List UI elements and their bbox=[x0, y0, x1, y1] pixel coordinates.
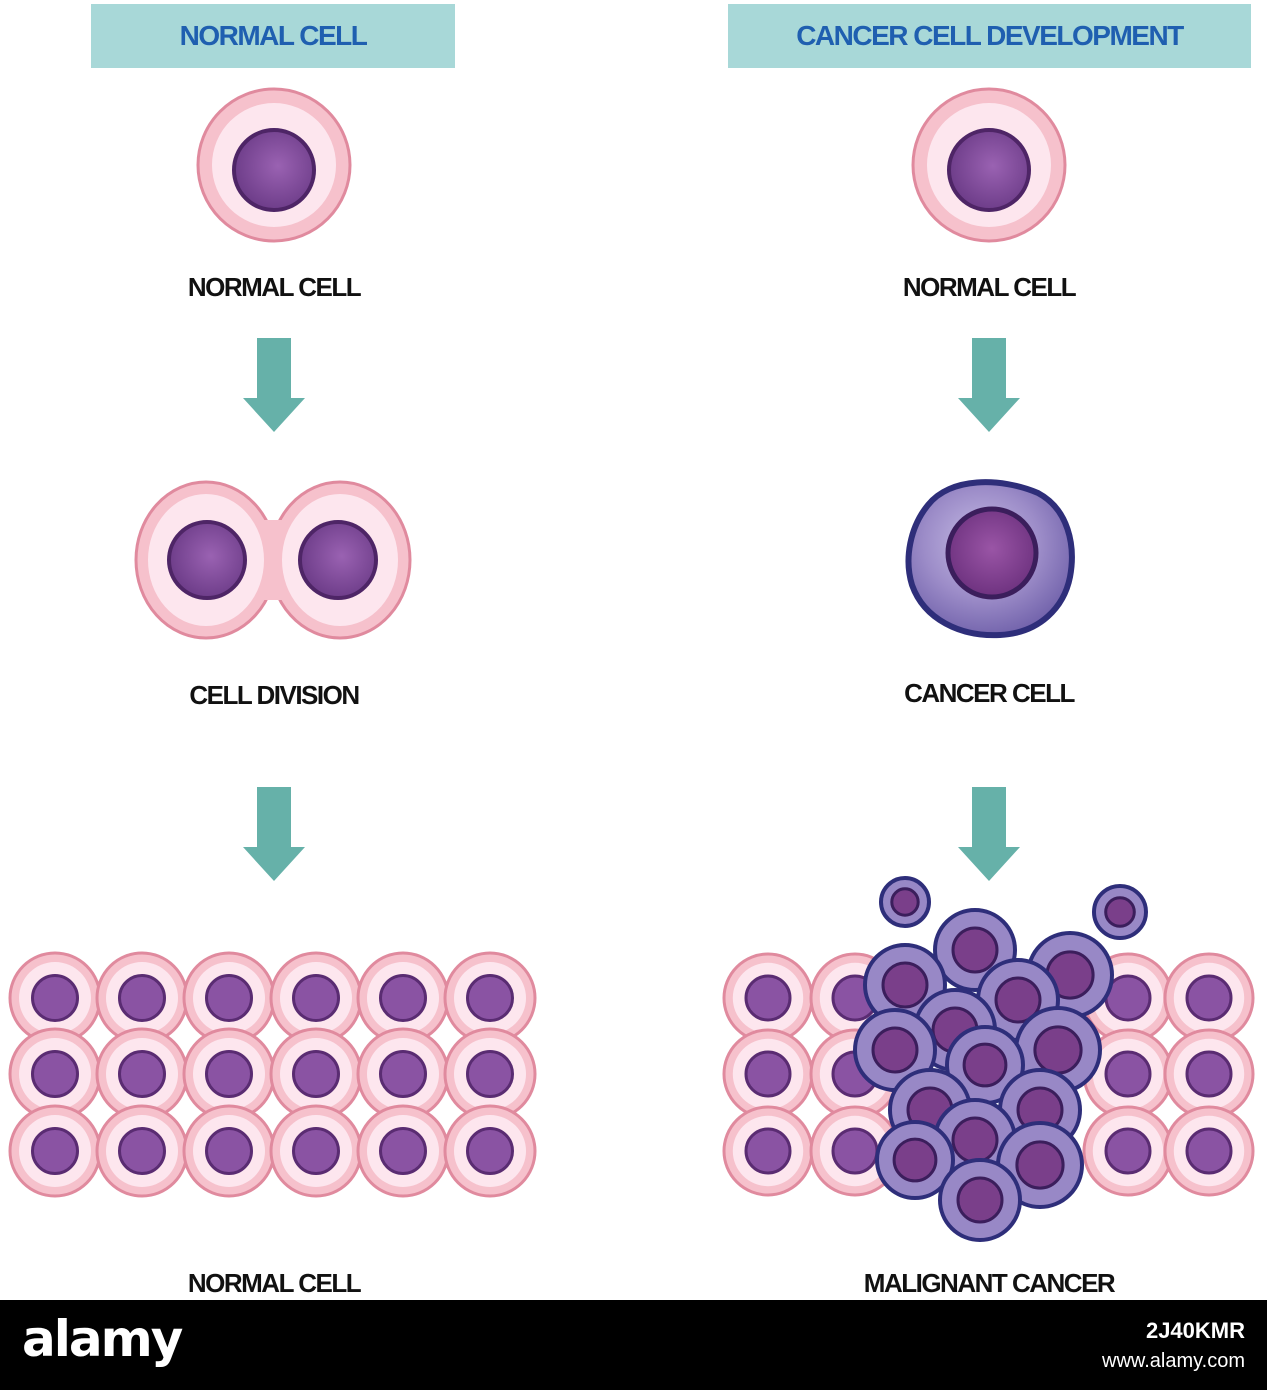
tissue-cell bbox=[443, 1027, 537, 1121]
cancer-cell bbox=[875, 1120, 955, 1200]
tissue-cell bbox=[182, 951, 276, 1045]
tissue-cell bbox=[269, 1027, 363, 1121]
label-normal-cell: NORMAL CELL bbox=[187, 272, 362, 302]
normal-cell-icon bbox=[911, 87, 1067, 243]
tissue-cell bbox=[356, 1104, 450, 1198]
tissue-cell bbox=[722, 1105, 814, 1197]
tissue-cell bbox=[1163, 1105, 1255, 1197]
label-cell-division: CELL DIVISION bbox=[189, 680, 360, 710]
tissue-cell bbox=[1163, 1028, 1255, 1120]
tissue-cell bbox=[269, 951, 363, 1045]
normal-cell-icon bbox=[196, 87, 352, 243]
tissue-cell bbox=[95, 1027, 189, 1121]
cancer-cell bbox=[938, 1158, 1022, 1242]
tissue-cell bbox=[443, 1104, 537, 1198]
tissue-cell bbox=[95, 951, 189, 1045]
arrow-down-icon bbox=[958, 787, 1020, 881]
arrow-down-icon bbox=[958, 338, 1020, 432]
cancer-cell bbox=[853, 1008, 937, 1092]
tissue-cell bbox=[8, 1104, 102, 1198]
tissue-cell bbox=[443, 951, 537, 1045]
arrow-down-icon bbox=[243, 338, 305, 432]
cancer-cell bbox=[1092, 884, 1148, 940]
label-malignant-cancer: MALIGNANT CANCER bbox=[863, 1268, 1116, 1298]
tissue-cell bbox=[1082, 1105, 1174, 1197]
tumor-tissue-icon bbox=[722, 876, 1255, 1242]
arrow-down-icon bbox=[243, 787, 305, 881]
dividing-cell-icon bbox=[134, 480, 412, 640]
tissue-cell bbox=[8, 1027, 102, 1121]
tissue-cell bbox=[356, 951, 450, 1045]
label-normal-tissue: NORMAL CELL bbox=[187, 1268, 362, 1298]
header-cancer-development: CANCER CELL DEVELOPMENT bbox=[728, 4, 1251, 68]
tissue-cell bbox=[182, 1027, 276, 1121]
tissue-cell bbox=[8, 951, 102, 1045]
cancer-cell bbox=[879, 876, 931, 928]
watermark-image-id: 2J40KMR bbox=[1145, 1318, 1245, 1343]
label-normal-cell: NORMAL CELL bbox=[902, 272, 1077, 302]
label-cancer-cell: CANCER CELL bbox=[904, 678, 1075, 708]
tissue-cell bbox=[356, 1027, 450, 1121]
tissue-cell bbox=[95, 1104, 189, 1198]
tissue-cell bbox=[722, 952, 814, 1044]
tissue-cell bbox=[1163, 952, 1255, 1044]
tissue-cell bbox=[269, 1104, 363, 1198]
watermark-site: www.alamy.com bbox=[1102, 1350, 1245, 1372]
header-normal-cell: NORMAL CELL bbox=[91, 4, 455, 68]
tissue-cell bbox=[182, 1104, 276, 1198]
normal-tissue-icon bbox=[8, 951, 537, 1198]
watermark-bar: alamy 2J40KMR www.alamy.com bbox=[0, 1300, 1267, 1390]
tissue-cell bbox=[722, 1028, 814, 1120]
diagram-canvas bbox=[8, 87, 1255, 1242]
cancer-cell-icon bbox=[905, 479, 1075, 639]
watermark-brand: alamy bbox=[22, 1310, 183, 1368]
